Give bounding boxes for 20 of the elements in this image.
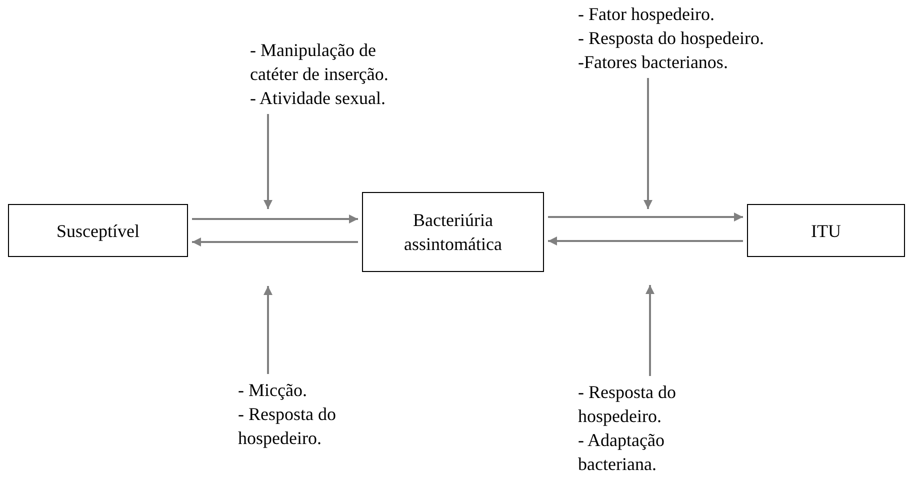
arrow bbox=[264, 114, 272, 209]
arrow bbox=[192, 214, 358, 224]
arrow bbox=[644, 78, 652, 209]
arrow bbox=[548, 236, 743, 246]
note-text: - Manipulação de catéter de inserção. bbox=[250, 39, 390, 86]
note-text: - Atividade sexual. bbox=[250, 87, 386, 110]
note-text: - Fator hospedeiro. bbox=[578, 3, 716, 26]
note-text: - Micção. bbox=[238, 379, 308, 402]
note-text: - Adaptação bacteriana. bbox=[578, 429, 666, 476]
arrow bbox=[192, 238, 358, 246]
note-text: - Resposta do hospedeiro. bbox=[238, 403, 337, 450]
note-text: - Resposta do hospedeiro. bbox=[578, 381, 677, 428]
process-box: ITU bbox=[747, 204, 905, 257]
note-text: -Fatores bacterianos. bbox=[578, 51, 729, 74]
process-box: Susceptível bbox=[8, 204, 188, 257]
arrow bbox=[548, 212, 743, 222]
arrow bbox=[646, 285, 654, 376]
process-box: Bacteriúria assintomática bbox=[362, 192, 544, 272]
note-text: - Resposta do hospedeiro. bbox=[578, 27, 765, 50]
arrow bbox=[264, 286, 272, 374]
